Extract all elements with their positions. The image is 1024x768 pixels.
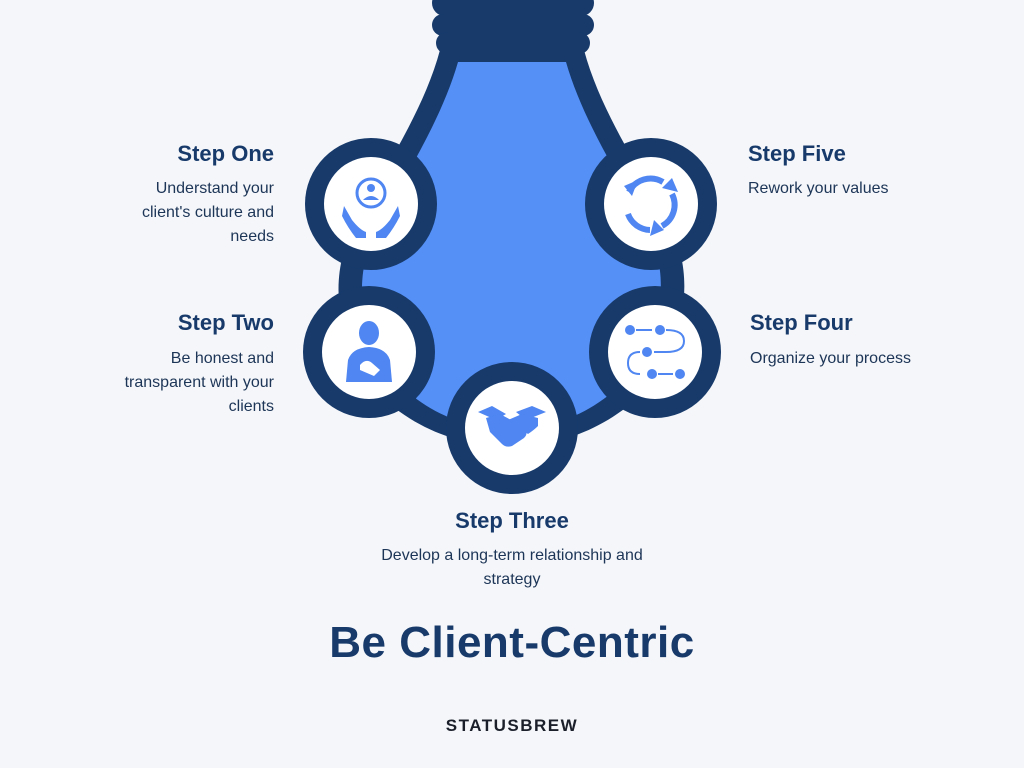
step-five-node bbox=[585, 138, 717, 270]
step-two-description: Be honest and transparent with your clie… bbox=[44, 347, 274, 419]
step-three-description: Develop a long-term relationship and str… bbox=[312, 544, 712, 592]
step-two-line-2: transparent with your bbox=[124, 374, 274, 391]
step-five-title: Step Five bbox=[748, 141, 846, 166]
bulb-fill bbox=[361, 62, 661, 424]
step-one-description: Understand your client's culture and nee… bbox=[54, 177, 274, 249]
step-one-line-3: needs bbox=[230, 228, 274, 245]
step-one-line-2: client's culture and bbox=[141, 204, 274, 221]
step-three-line-1: Develop a long-term relationship and bbox=[381, 547, 643, 564]
step-one-node bbox=[305, 138, 437, 270]
step-four-title: Step Four bbox=[750, 310, 853, 335]
step-five-description: Rework your values bbox=[748, 177, 988, 201]
main-title: Be Client-Centric bbox=[329, 618, 695, 667]
step-three-node bbox=[446, 362, 578, 494]
brand-logo: STATUSBREW bbox=[445, 716, 579, 735]
step-two-title: Step Two bbox=[177, 310, 274, 335]
step-two-line-3: clients bbox=[228, 398, 274, 415]
person-heart-icon bbox=[346, 321, 392, 382]
step-one-line-1: Understand your bbox=[155, 180, 274, 197]
handshake-icon bbox=[478, 406, 546, 447]
step-one-title: Step One bbox=[177, 141, 274, 166]
step-four-node bbox=[589, 286, 721, 418]
hands-person-icon bbox=[342, 177, 400, 238]
step-three-title: Step Three bbox=[455, 508, 569, 533]
step-two-node bbox=[303, 286, 435, 418]
bulb-base bbox=[432, 0, 594, 54]
step-four-line-1: Organize your process bbox=[750, 350, 911, 367]
step-two-line-1: Be honest and bbox=[170, 350, 274, 367]
cycle-arrows-icon bbox=[624, 175, 678, 236]
step-four-description: Organize your process bbox=[750, 347, 990, 371]
process-flow-icon bbox=[625, 325, 686, 379]
step-five-line-1: Rework your values bbox=[748, 180, 889, 197]
step-three-line-2: strategy bbox=[483, 571, 541, 588]
